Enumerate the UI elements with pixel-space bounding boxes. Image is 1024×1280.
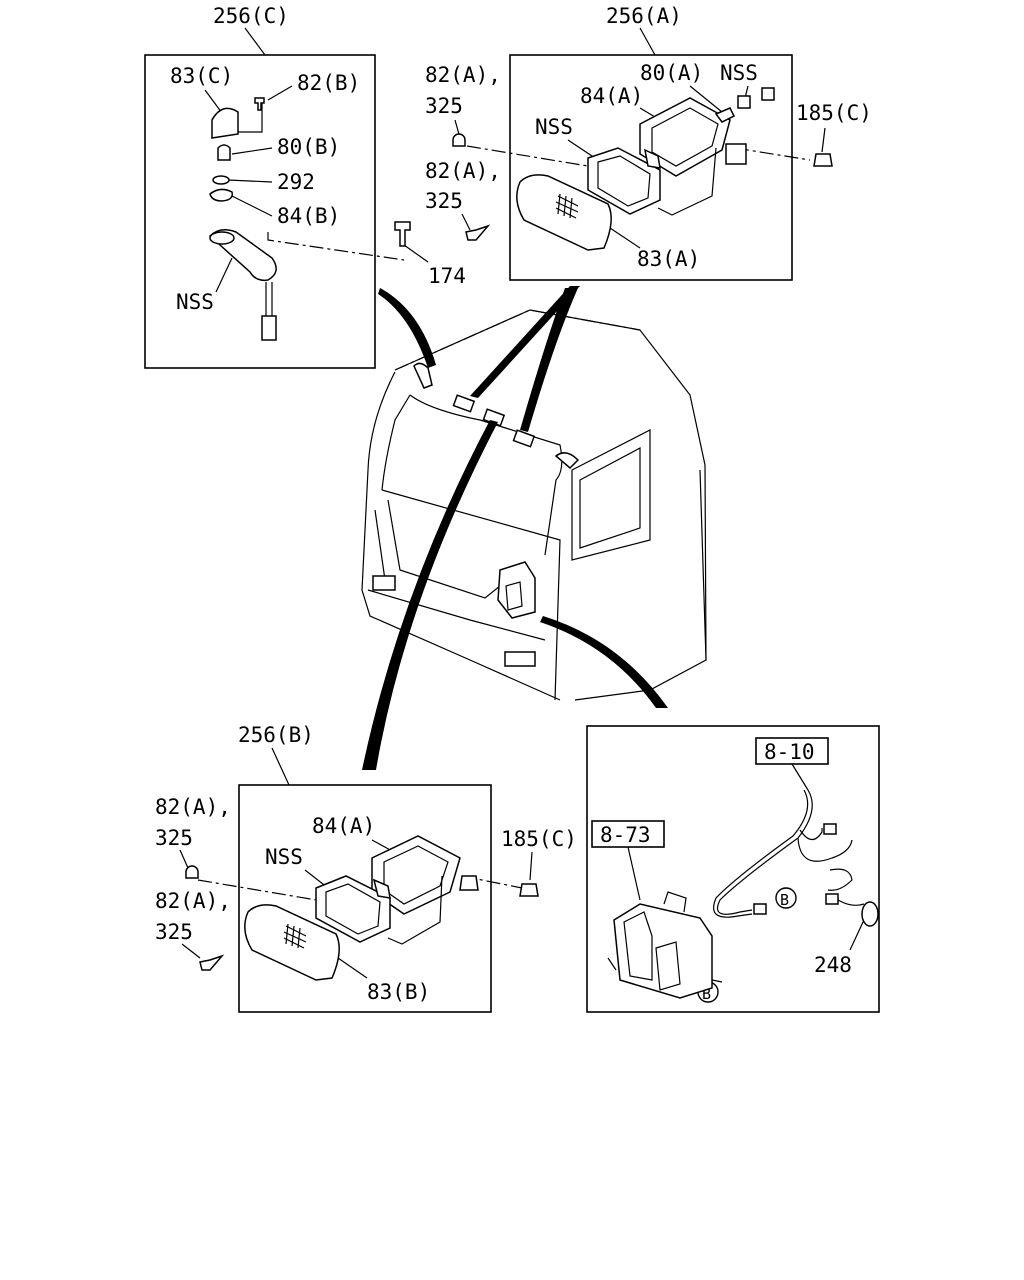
screw-icon — [185, 865, 199, 879]
label-325-mid: 325 — [425, 189, 463, 213]
label-84a: 84(A) — [580, 84, 643, 108]
panel-256b-title: 256(B) — [238, 723, 314, 747]
lens-grid — [283, 923, 307, 949]
gasket-ring-icon — [212, 175, 230, 185]
lens-grid — [555, 193, 579, 219]
tapping-screw-icon — [465, 224, 491, 241]
bulb-icon — [217, 144, 231, 161]
panel-wiring-frame — [586, 725, 880, 1013]
lamp-housing-icon — [315, 875, 391, 943]
label-82a-top: 82(A), — [425, 63, 501, 87]
control-unit-icon — [613, 903, 713, 999]
bulb-icon — [714, 107, 736, 123]
label-292: 292 — [277, 170, 315, 194]
clip-icon — [813, 153, 833, 167]
panel-256c-frame — [144, 54, 376, 369]
truck-cab — [361, 309, 707, 701]
ref-8-73: 8-73 — [600, 823, 651, 847]
label-80a: 80(A) — [640, 61, 703, 85]
panel-256a-frame — [509, 54, 793, 281]
panel-wiring: 8-10 8-73 248 B B — [586, 725, 880, 1013]
label-83c: 83(C) — [170, 64, 233, 88]
connector-icon — [261, 315, 277, 341]
panel-256c: 256(C) 83(C) 82(B) 80(B) 292 84(B) NSS 1… — [144, 4, 466, 369]
label-325-top: 325 — [425, 94, 463, 118]
label-325-b1: 325 — [155, 826, 193, 850]
panel-256a-title: 256(A) — [606, 4, 682, 28]
label-325-b2: 325 — [155, 920, 193, 944]
label-84b: 84(B) — [277, 204, 340, 228]
connector-mark-b-upper-text: B — [780, 891, 789, 909]
label-nss-a-top: NSS — [720, 61, 758, 85]
panel-256b-frame — [238, 784, 492, 1013]
label-82b: 82(B) — [297, 71, 360, 95]
label-84a-b: 84(A) — [312, 814, 375, 838]
bolt-icon — [394, 221, 411, 247]
clip-icon — [519, 883, 539, 897]
label-82a-mid: 82(A), — [425, 159, 501, 183]
label-248: 248 — [814, 953, 852, 977]
label-82a-b2: 82(A), — [155, 889, 231, 913]
label-83b: 83(B) — [367, 980, 430, 1004]
ref-8-10: 8-10 — [764, 740, 815, 764]
panel-256c-title: 256(C) — [213, 4, 289, 28]
label-nss-c: NSS — [176, 290, 214, 314]
label-nss-a: NSS — [535, 115, 573, 139]
lamp-housing-icon — [587, 147, 661, 215]
panel-256a: 256(A) 82(A), 325 82(A), 325 80(A) NSS 8… — [425, 4, 872, 281]
label-nss-b: NSS — [265, 845, 303, 869]
label-185c-a: 185(C) — [796, 101, 872, 125]
label-82a-b1: 82(A), — [155, 795, 231, 819]
lamp-base-icon — [209, 188, 234, 202]
band-248-icon — [861, 901, 879, 927]
label-185c-b: 185(C) — [501, 827, 577, 851]
label-80b: 80(B) — [277, 135, 340, 159]
connector-mark-b-upper: B — [775, 887, 797, 909]
callout-beams — [362, 286, 668, 770]
tapping-screw-icon — [199, 954, 225, 971]
panel-256b: 256(B) 82(A), 325 82(A), 325 84(A) NSS 1… — [155, 723, 577, 1013]
socket-icon — [737, 95, 751, 109]
marker-lamp-cap-icon — [211, 107, 239, 139]
screw-icon — [254, 97, 265, 111]
label-83a: 83(A) — [637, 247, 700, 271]
screw-icon — [452, 133, 466, 147]
connector-mark-b-lower-text: B — [702, 985, 711, 1003]
label-174: 174 — [428, 264, 466, 288]
